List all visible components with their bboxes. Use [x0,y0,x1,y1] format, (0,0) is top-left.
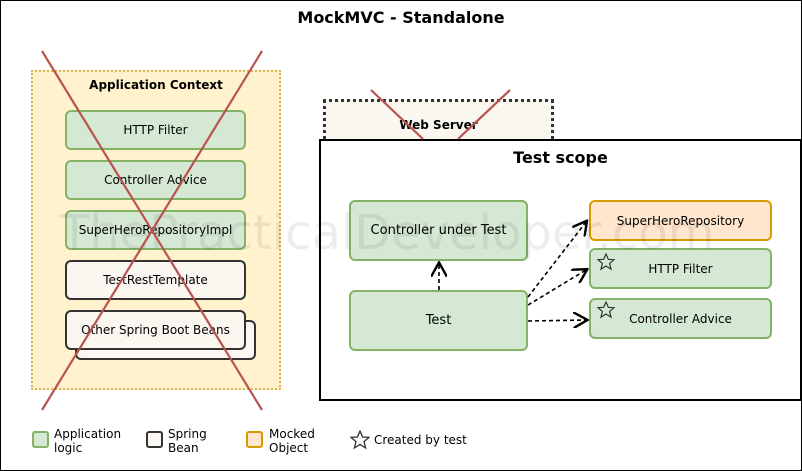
cross-web-server-b [457,89,511,140]
ctx-superhero-repository-impl: SuperHeroRepositoryImpl [65,210,246,250]
arrow-test-to-repository [527,222,586,298]
test-controller-advice: Controller Advice [589,298,772,339]
diagram-title: MockMVC - Standalone [297,8,505,27]
ctx-http-filter: HTTP Filter [65,110,246,150]
cross-web-server-a [370,89,424,140]
legend-swatch-application-logic [32,431,49,448]
application-context-label: Application Context [89,78,223,92]
legend-application-logic: Application logic [54,427,122,455]
legend-created-by-test: Created by test [374,433,467,447]
test-scope-label: Test scope [513,148,608,167]
ctx-test-rest-template: TestRestTemplate [65,260,246,300]
legend-spring-bean: Spring Bean [168,427,207,455]
cross-app-context-b [41,50,263,411]
watermark: ThePracticalDeveloper.com [60,205,715,261]
star-icon [597,253,615,271]
test-box: Test [349,290,528,351]
controller-under-test: Controller under Test [349,200,528,261]
web-server-label: Web Server [399,118,478,132]
ctx-other-spring-boot-beans: Other Spring Boot Beans [65,310,246,350]
ctx-controller-advice: Controller Advice [65,160,246,200]
star-icon [597,301,615,319]
legend-mocked-object: Mocked Object [269,427,315,455]
superhero-repository-mock: SuperHeroRepository [589,200,772,241]
legend-swatch-mocked-object [246,431,263,448]
test-http-filter: HTTP Filter [589,248,772,289]
arrow-test-to-controller-advice [527,320,586,321]
star-icon [350,430,370,450]
arrow-test-to-http-filter [527,270,586,306]
legend-swatch-spring-bean [146,431,163,448]
